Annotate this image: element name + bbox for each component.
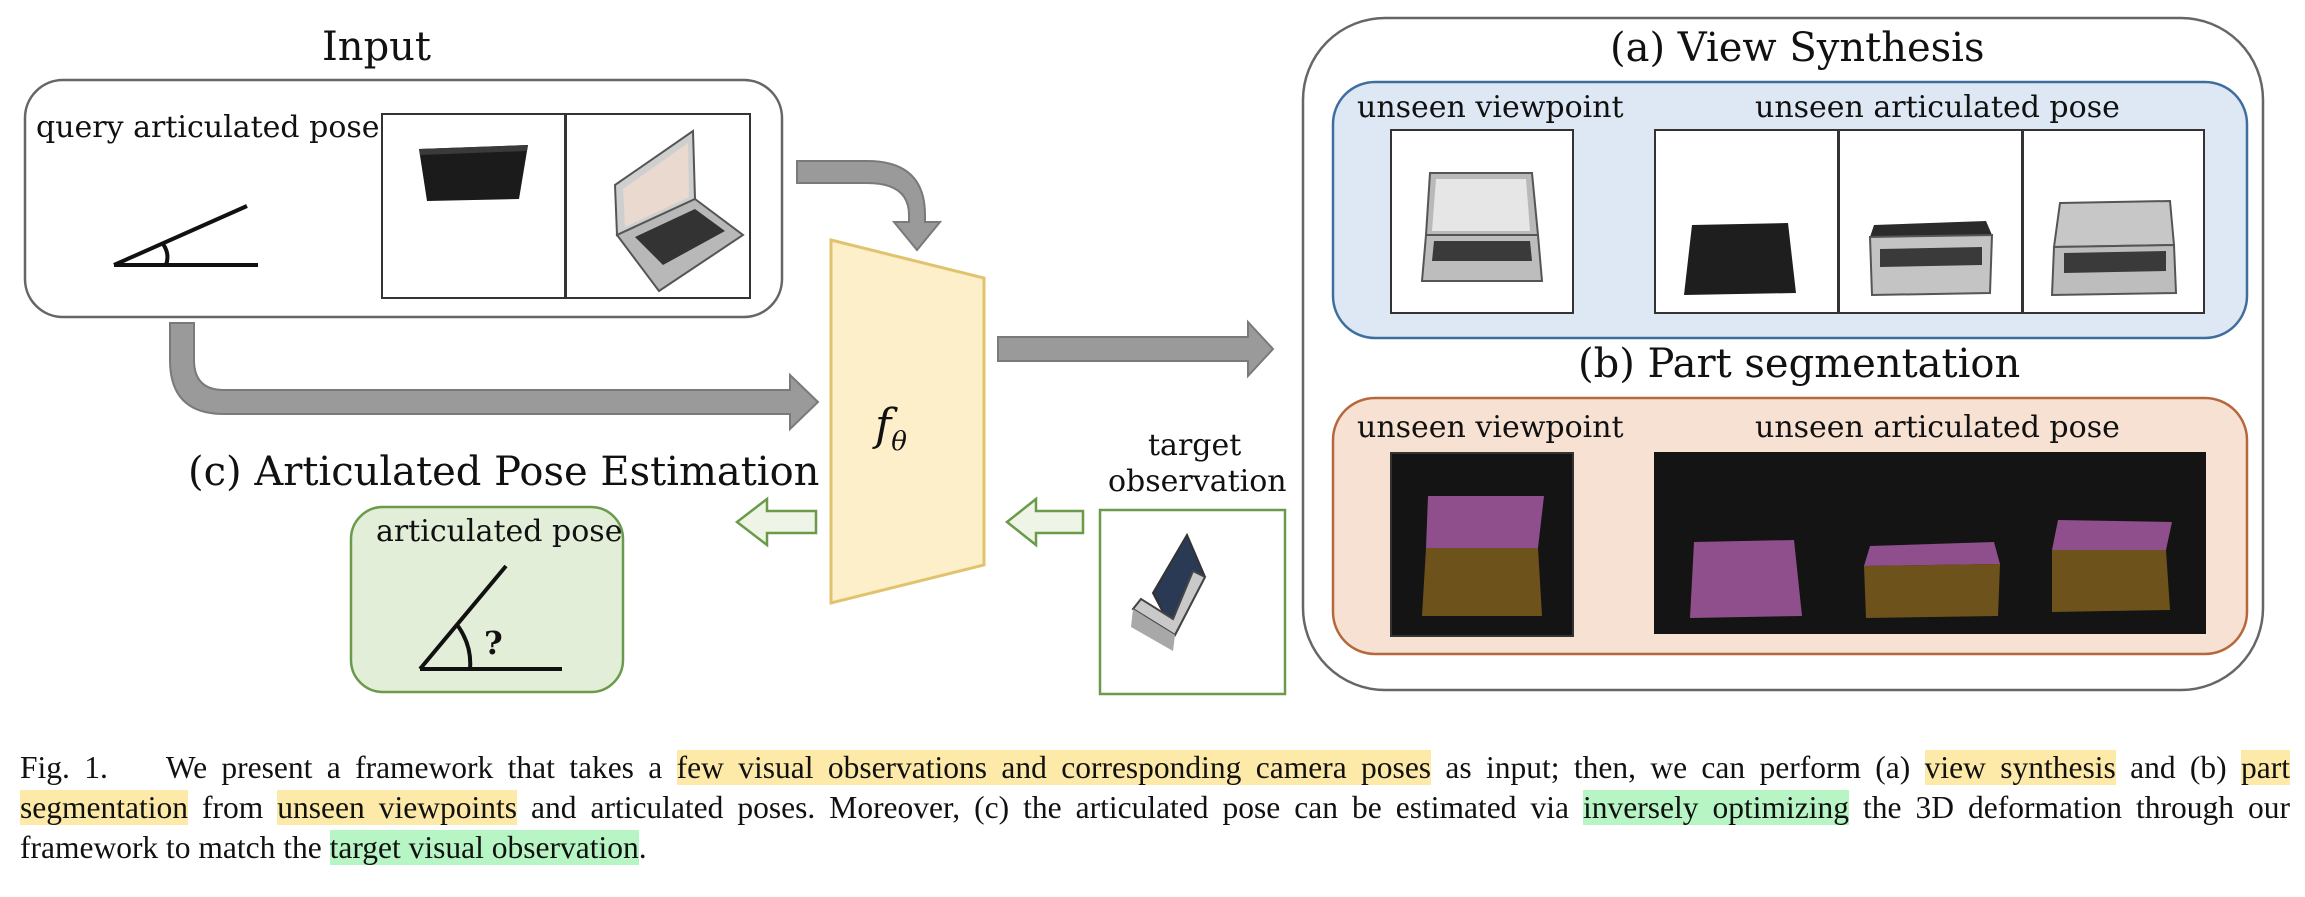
ps-pose-segments: [1690, 520, 2172, 618]
figure-caption: Fig. 1.We present a framework that takes…: [20, 748, 2290, 868]
caption-highlight-inversely-optimizing: inversely optimizing: [1583, 790, 1849, 825]
estimated-angle-icon: [418, 564, 562, 671]
caption-segment: as input; then, we can perform (a): [1431, 750, 1925, 785]
input-pose-arrow: [169, 322, 820, 432]
caption-highlight-observations: few visual observations and correspondin…: [676, 750, 1432, 785]
target-label-line1: target: [1148, 428, 1242, 463]
model-to-results-arrow: [997, 319, 1275, 379]
part-segmentation-title: (b) Part segmentation: [1578, 341, 2021, 387]
ps-open-laptop-segments: [1422, 496, 1544, 616]
caption-highlight-view-synthesis: view synthesis: [1924, 750, 2116, 785]
closed-laptop-icon: [419, 145, 528, 201]
vs-open-laptop-icon-2: [2050, 199, 2178, 297]
vs-pose-image-1: [1654, 129, 1839, 314]
model-block: [829, 238, 986, 605]
gray-arrows: [169, 160, 1275, 432]
input-title: Input: [322, 24, 432, 70]
vs-viewpoint-image: [1390, 129, 1574, 314]
ps-pose-label: unseen articulated pose: [1755, 410, 2120, 445]
vs-pose-image-3: [2022, 129, 2205, 314]
input-image-closed-laptop: [381, 113, 566, 299]
caption-segment: from: [187, 790, 278, 825]
unknown-angle-mark: ?: [484, 624, 503, 662]
green-arrows: [734, 496, 1085, 548]
query-pose-label: query articulated pose: [36, 110, 380, 145]
vs-viewpoint-label: unseen viewpoint: [1357, 90, 1624, 125]
vs-open-laptop-icon: [1420, 172, 1544, 282]
input-image-open-laptop: [565, 113, 751, 299]
ps-viewpoint-label: unseen viewpoint: [1357, 410, 1624, 445]
target-to-model-arrow: [1004, 496, 1085, 548]
caption-segment: We present a framework that takes a: [165, 750, 677, 785]
model-symbol: fθ: [875, 400, 907, 457]
estimation-box: [349, 505, 625, 694]
target-laptop-icon: [1131, 532, 1207, 651]
input-to-model-arrow: [796, 160, 943, 252]
ps-pose-strip: [1654, 452, 2206, 634]
caption-segment: and (b): [2115, 750, 2242, 785]
model-to-estimation-arrow: [734, 496, 818, 548]
caption-highlight-target-observation: target visual observation: [329, 830, 639, 865]
caption-segment: and articulated poses. Moreover, (c) the…: [516, 790, 1584, 825]
caption-figure-number: Fig. 1.: [20, 750, 108, 785]
open-laptop-icon: [613, 129, 745, 293]
query-angle-icon: [113, 204, 258, 267]
model-symbol-f: f: [875, 400, 892, 451]
ps-viewpoint-image: [1390, 452, 1574, 637]
caption-text: We present a framework that takes a few …: [20, 750, 2290, 865]
view-synthesis-title: (a) View Synthesis: [1610, 25, 1985, 71]
caption-segment: .: [638, 830, 647, 865]
vs-half-open-laptop-icon: [1868, 221, 1994, 297]
estimation-box-label: articulated pose: [376, 514, 623, 549]
caption-highlight-unseen-viewpoints: unseen viewpoints: [277, 790, 517, 825]
estimation-title: (c) Articulated Pose Estimation: [188, 449, 820, 495]
caption-segment: the 3D deformation through our framework…: [20, 790, 2290, 865]
model-symbol-theta: θ: [891, 426, 907, 457]
target-label-line2: observation: [1108, 464, 1287, 499]
vs-closed-laptop-icon: [1684, 223, 1796, 295]
vs-pose-label: unseen articulated pose: [1755, 90, 2120, 125]
vs-pose-image-2: [1838, 129, 2023, 314]
